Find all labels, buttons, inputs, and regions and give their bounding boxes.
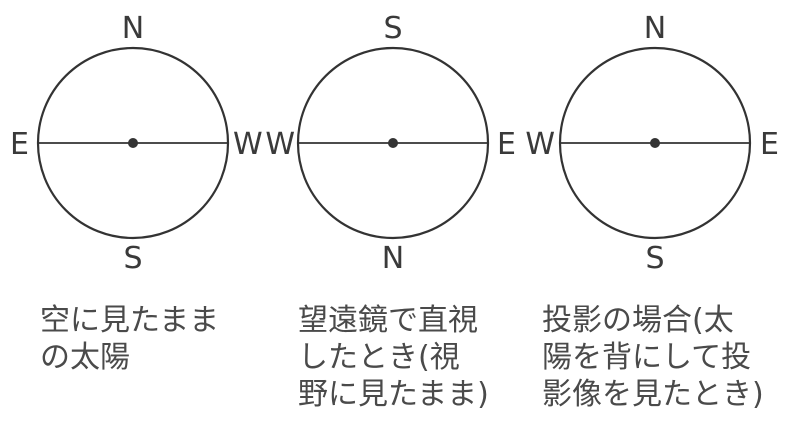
caption-line: 影像を見たとき) [542,377,764,412]
center-dot [650,138,660,148]
direction-label-top: S [383,11,402,46]
direction-label-left: E [10,127,29,162]
caption-line: 望遠鏡で直視 [298,303,478,338]
direction-label-bottom: S [123,241,142,276]
caption-line: 陽を背にして投 [542,340,752,375]
direction-label-right: W [233,127,263,162]
caption-line: 投影の場合(太 [542,303,734,338]
caption-sky-view: 空に見たまま の太陽 [40,302,219,376]
caption-line: の太陽 [40,340,130,375]
direction-label-right: E [760,127,779,162]
direction-label-right: E [497,127,516,162]
caption-telescope-view: 望遠鏡で直視 したとき(視 野に見たまま) [298,302,489,413]
direction-label-bottom: N [382,241,404,276]
caption-line: 野に見たまま) [298,377,489,412]
direction-label-left: W [525,127,555,162]
direction-label-top: N [122,11,144,46]
center-dot [388,138,398,148]
panel-sky-view: N S E W [10,11,263,276]
panel-projection-view: N S W E [525,11,779,276]
direction-label-bottom: S [645,241,664,276]
direction-label-top: N [644,11,666,46]
center-dot [128,138,138,148]
sun-orientation-diagram: N S E W S N W E N S W E [10,11,779,276]
caption-line: したとき(視 [298,340,460,375]
caption-line: 空に見たまま [40,303,220,338]
direction-label-left: W [265,127,295,162]
panel-telescope-view: S N W E [265,11,516,276]
caption-projection-view: 投影の場合(太 陽を背にして投 影像を見たとき) [542,302,764,413]
